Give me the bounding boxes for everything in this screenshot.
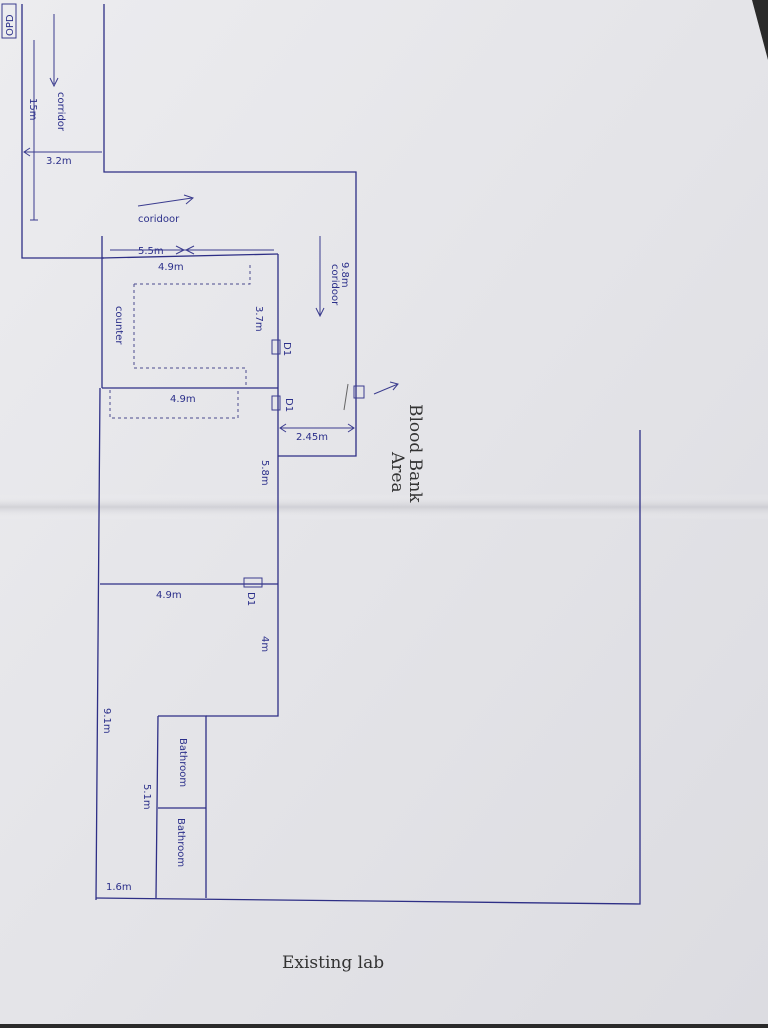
- door-d1-upper-label: D1: [281, 342, 292, 356]
- door-d1-lower-label: D1: [245, 592, 256, 606]
- dim-5-8m: 5.8m: [259, 460, 270, 486]
- door-d1-lower: [243, 577, 263, 588]
- corridor-outline: [21, 4, 357, 457]
- dim-4-9m-b: 4.9m: [170, 394, 196, 405]
- counter-dashed: [109, 262, 251, 419]
- existing-lab-caption: Existing lab: [282, 953, 384, 973]
- door-blood-bank: [353, 385, 365, 399]
- paper-fold-shadow: [0, 494, 768, 520]
- corridor-right-label: coridoor: [329, 264, 340, 306]
- arrow-head: [315, 307, 325, 318]
- blood-bank-label-line2: Area: [387, 451, 407, 493]
- dim-9-1m: 9.1m: [101, 708, 112, 734]
- door-d1-middle-label: D1: [283, 398, 294, 412]
- dim-4-9m-a: 4.9m: [158, 262, 184, 273]
- opd-box: [1, 3, 17, 39]
- dim-15m: 15m: [27, 98, 38, 120]
- arrow-head: [175, 245, 186, 255]
- blood-bank-arrow: [373, 383, 399, 395]
- dim-3-7m: 3.7m: [253, 306, 264, 332]
- dim-4m: 4m: [259, 636, 270, 652]
- corridor-top-label: corridor: [55, 92, 66, 132]
- dim-3-2m: 3.2m: [46, 156, 72, 167]
- bathroom-1-label: Bathroom: [177, 738, 188, 787]
- corridor-mid-arrow: [137, 197, 193, 207]
- dim-4-9m-c: 4.9m: [156, 590, 182, 601]
- corridor-mid-label: coridoor: [138, 214, 180, 225]
- dim-9-8m: 9.8m: [339, 262, 350, 288]
- arrow-head: [183, 194, 194, 205]
- counter-label: counter: [113, 306, 124, 345]
- arrow-head: [49, 77, 59, 88]
- dim-2-45m: 2.45m: [296, 432, 328, 443]
- arrow-head: [279, 423, 287, 433]
- opd-label: OPD: [5, 14, 16, 36]
- pencil-mark: [343, 383, 349, 411]
- counter-room-right-wall: [206, 254, 279, 717]
- door-d1-upper: [271, 339, 281, 355]
- dim-5-5m: 5.5m: [138, 246, 164, 257]
- lab-left-wall: [95, 236, 103, 901]
- bathroom-block: [155, 715, 207, 899]
- dim-5-1m: 5.1m: [141, 784, 152, 810]
- door-d1-middle: [271, 395, 281, 411]
- bathroom-2-label: Bathroom: [175, 818, 186, 867]
- corridor-top-line: [101, 253, 279, 259]
- dim-1-6m: 1.6m: [106, 882, 132, 893]
- arrow-head: [389, 381, 399, 391]
- arrow-head: [347, 423, 355, 433]
- existing-lab-outline: [95, 430, 641, 905]
- arrow-head: [184, 245, 195, 255]
- arrow-head: [23, 147, 31, 157]
- blood-bank-label-line1: Blood Bank: [405, 404, 425, 503]
